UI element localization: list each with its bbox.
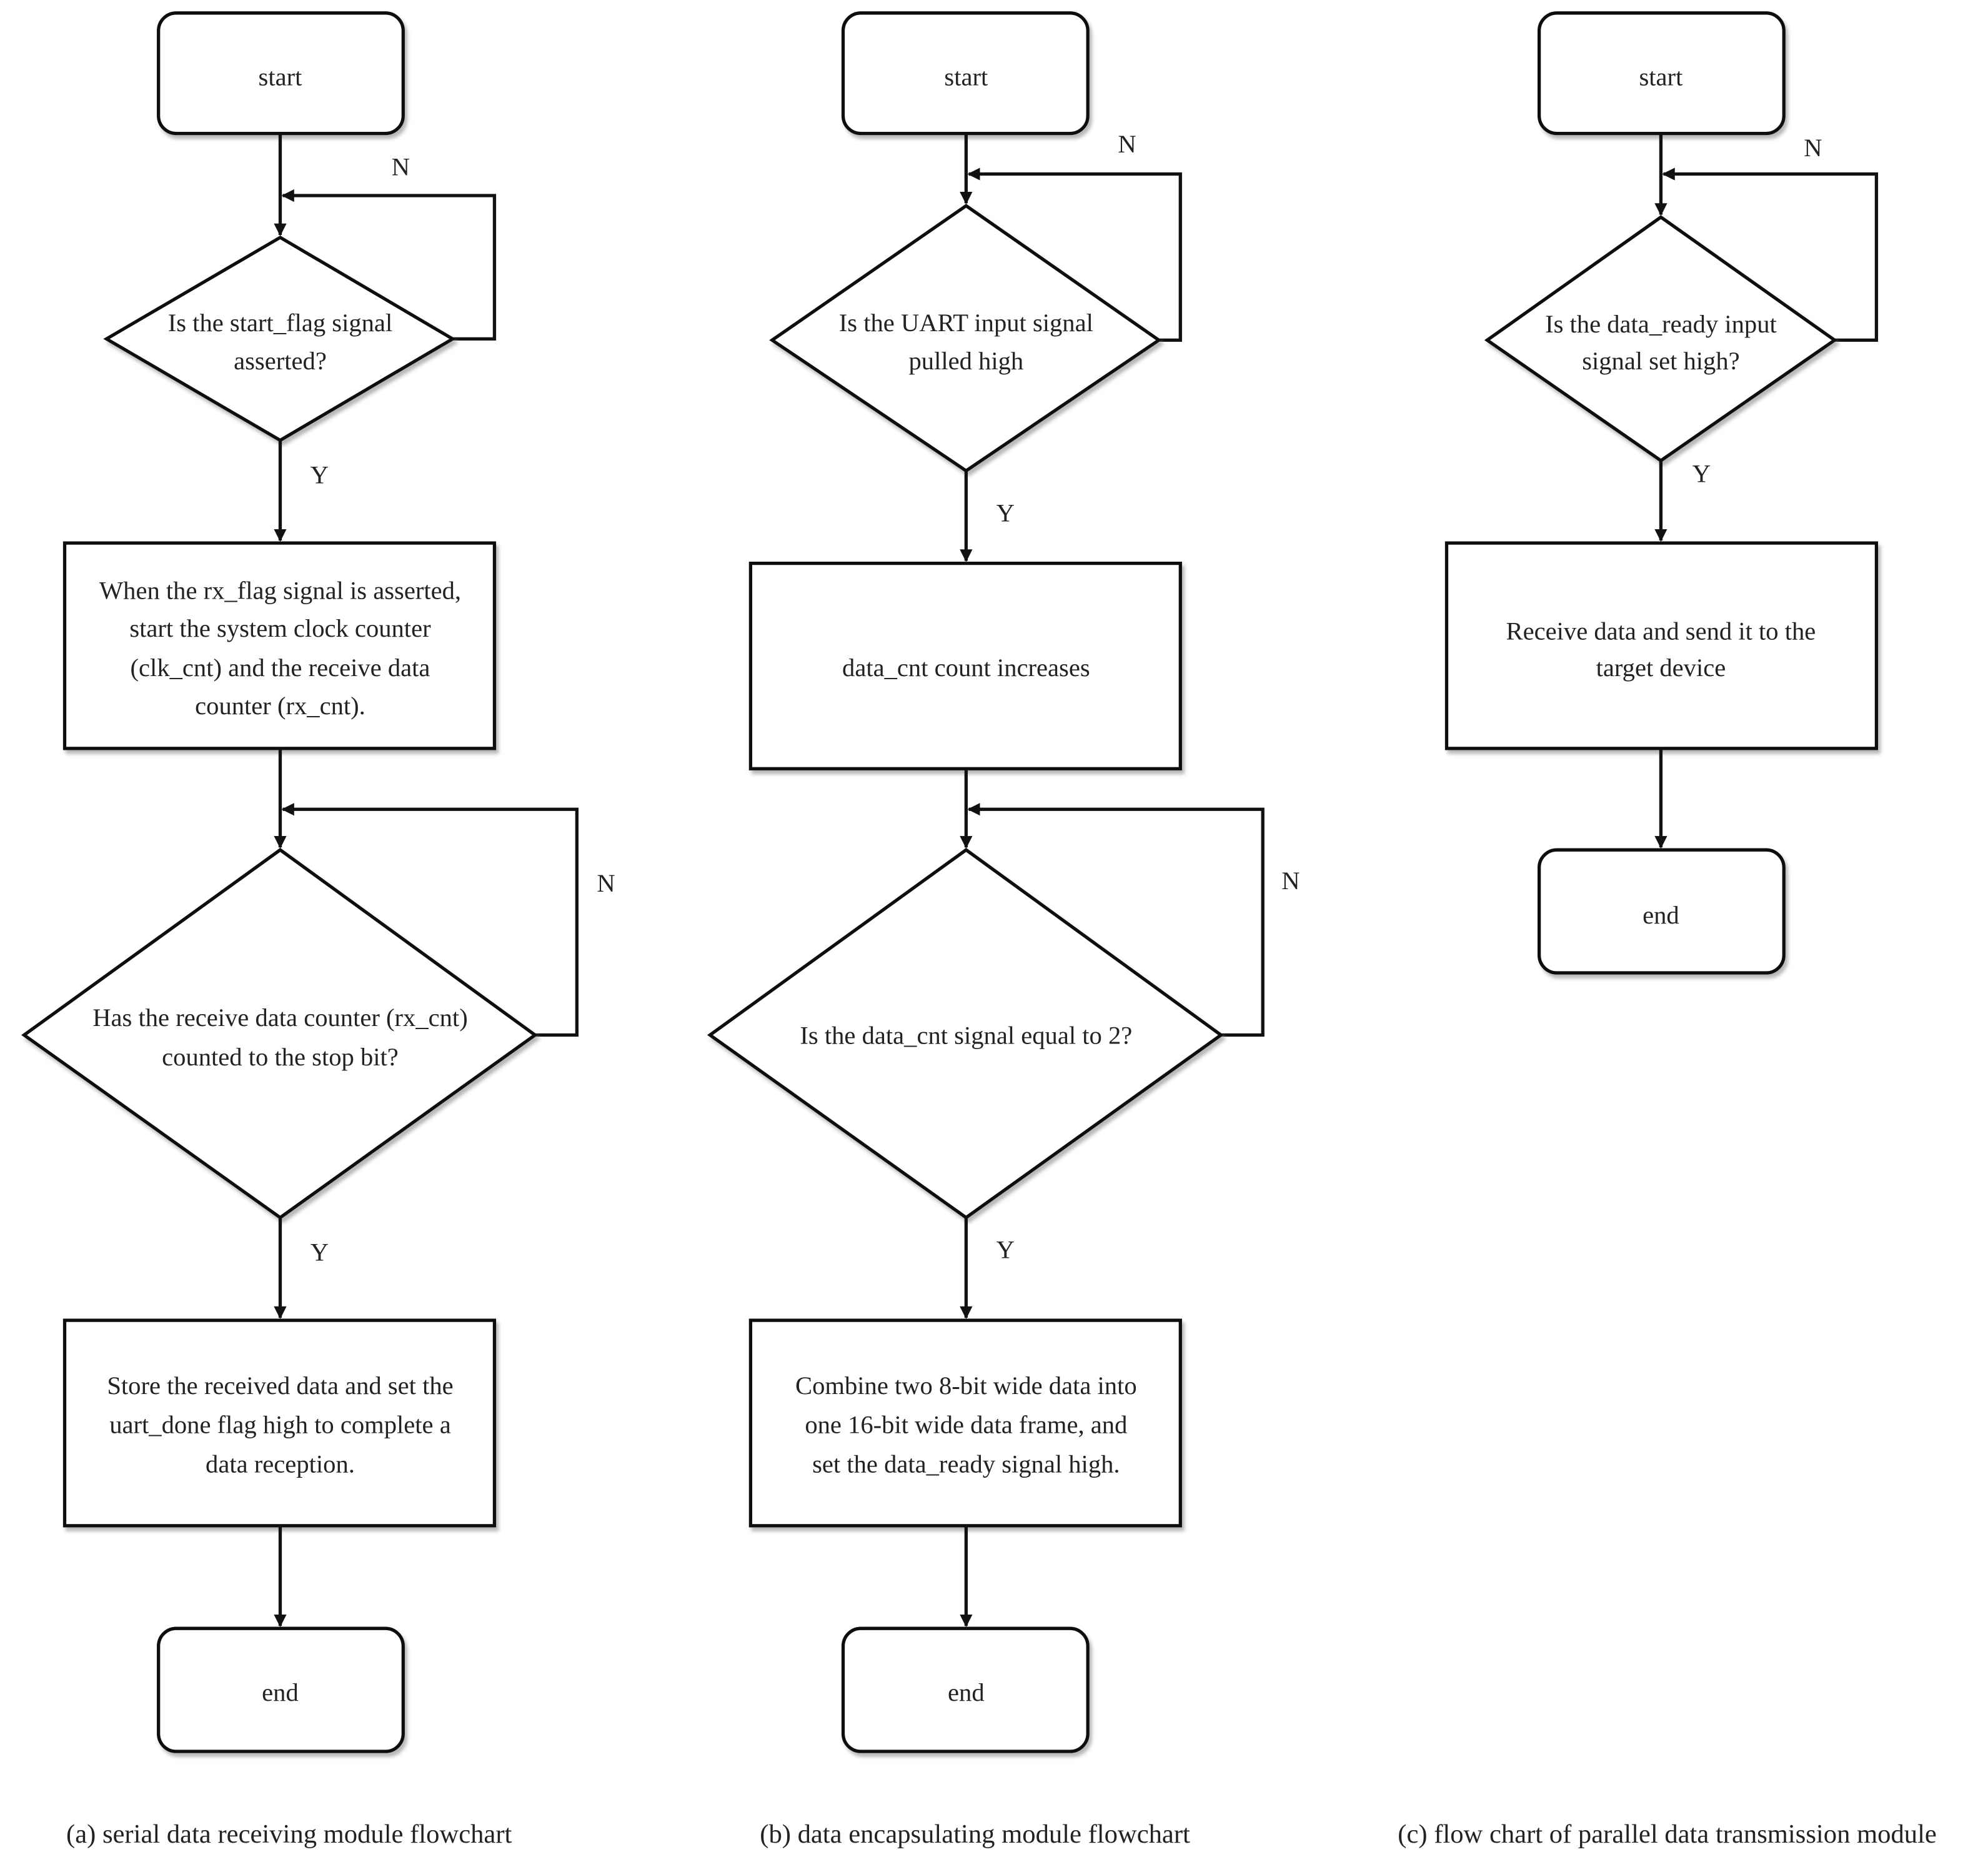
- end-label: end: [1643, 901, 1679, 929]
- start-label: start: [1639, 62, 1683, 91]
- no-label: N: [392, 153, 410, 181]
- yes-label: Y: [1692, 460, 1711, 488]
- caption: (c) flow chart of parallel data transmis…: [1398, 1820, 1937, 1849]
- decision-diamond: [1484, 215, 1838, 463]
- decision-text: Has the receive data counter (rx_cnt): [92, 1003, 467, 1032]
- end-label: end: [262, 1678, 299, 1706]
- no-label: N: [1804, 134, 1822, 162]
- process-text: data_cnt count increases: [842, 654, 1090, 682]
- process-box: [1444, 541, 1879, 750]
- process-text: Store the received data and set the: [107, 1372, 453, 1400]
- process-text: Combine two 8-bit wide data into: [795, 1372, 1137, 1400]
- decision-text: asserted?: [234, 347, 327, 375]
- end-terminal: [1537, 848, 1786, 975]
- decision-text: signal set high?: [1582, 347, 1739, 375]
- flowchart-c: start N Is the data_ready input signal s…: [1398, 11, 1937, 1849]
- process-text: set the data_ready signal high.: [812, 1450, 1120, 1478]
- process-text: one 16-bit wide data frame, and: [805, 1411, 1127, 1439]
- loop-arrow: [1662, 167, 1879, 342]
- decision-diamond: [21, 847, 538, 1220]
- process-text: (clk_cnt) and the receive data: [131, 654, 430, 682]
- decision-text: Is the start_flag signal: [168, 309, 392, 337]
- loop-arrow: [967, 803, 1265, 1037]
- decision-text: Is the data_cnt signal equal to 2?: [800, 1022, 1132, 1050]
- loop-arrow: [281, 189, 497, 341]
- process-box: [748, 1318, 1182, 1528]
- decision-diamond: [103, 235, 456, 442]
- decision-text: Is the UART input signal: [839, 309, 1093, 337]
- end-terminal: [157, 1626, 405, 1753]
- decision-text: counted to the stop bit?: [162, 1043, 399, 1071]
- end-terminal: [841, 1626, 1090, 1753]
- yes-label: Y: [311, 461, 329, 489]
- process-text: data reception.: [206, 1450, 355, 1478]
- start-label: start: [259, 62, 303, 91]
- decision-text: pulled high: [908, 347, 1023, 375]
- flowchart-b: start N Is the UART input signal pulled …: [707, 11, 1300, 1849]
- flowchart-a: start N Is the start_flag signal asserte…: [21, 11, 615, 1849]
- caption: (b) data encapsulating module flowchart: [760, 1820, 1190, 1849]
- yes-label: Y: [996, 1236, 1015, 1264]
- decision-text: Is the data_ready input: [1545, 310, 1777, 338]
- process-box: [748, 561, 1182, 770]
- no-label: N: [1118, 130, 1136, 158]
- decision-diamond: [769, 204, 1162, 473]
- process-text: Receive data and send it to the: [1506, 617, 1816, 645]
- no-label: N: [597, 869, 615, 897]
- process-text: target device: [1596, 654, 1726, 682]
- process-text: start the system clock counter: [129, 614, 431, 642]
- no-label: N: [1281, 867, 1300, 895]
- yes-label: Y: [996, 499, 1015, 527]
- caption: (a) serial data receiving module flowcha…: [66, 1820, 512, 1849]
- yes-label: Y: [311, 1238, 329, 1267]
- end-label: end: [948, 1678, 985, 1706]
- loop-arrow: [967, 167, 1182, 342]
- process-text: When the rx_flag signal is asserted,: [99, 576, 461, 604]
- start-label: start: [944, 62, 988, 91]
- process-text: counter (rx_cnt).: [195, 692, 365, 720]
- loop-arrow: [281, 803, 579, 1037]
- process-text: uart_done flag high to complete a: [109, 1411, 451, 1439]
